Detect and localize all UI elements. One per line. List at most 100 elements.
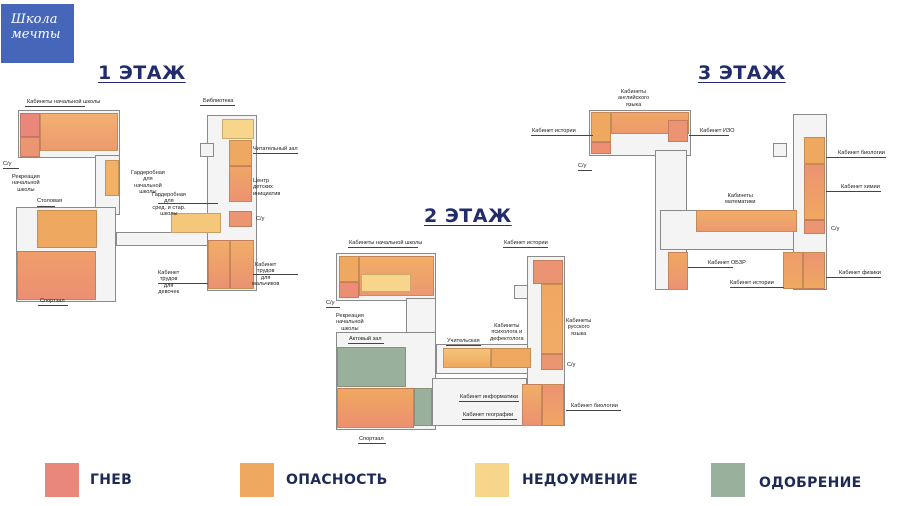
leader-line: [253, 153, 298, 154]
floor-1-title: 1 ЭТАЖ: [98, 62, 186, 84]
leader-line: [253, 274, 298, 275]
label-biology: Кабинет биологии: [571, 403, 618, 409]
legend-swatch-confusion: [475, 463, 509, 497]
label-su-1: С/у: [326, 300, 335, 306]
room-anger: [20, 113, 40, 137]
room-assembly: [337, 347, 406, 387]
leader-line: [688, 267, 733, 268]
leader-line: [730, 287, 784, 288]
wall-block: [432, 378, 527, 426]
legend-swatch-danger: [240, 463, 274, 497]
label-su-2: С/у: [256, 216, 265, 222]
label-recreation: Рекреация начальной школы: [336, 313, 364, 332]
room-cloak-mid: [171, 213, 221, 233]
room-biology: [804, 137, 825, 164]
room-history-2: [783, 252, 803, 289]
label-su-2: С/у: [831, 226, 840, 232]
room-labor-boys: [230, 240, 254, 289]
label-history-1: Кабинет истории: [532, 128, 576, 134]
leader-line: [348, 247, 418, 248]
leader-line: [200, 105, 235, 106]
leader-line: [446, 345, 481, 346]
room-gym: [17, 251, 96, 300]
room-obzr: [668, 252, 688, 290]
room-primary-classes: [40, 113, 118, 151]
leader-line: [3, 168, 19, 169]
label-recreation: Рекреация начальной школы: [12, 174, 40, 193]
leader-line: [158, 283, 208, 284]
leader-line: [566, 410, 621, 411]
leader-line: [38, 305, 68, 306]
leader-line: [158, 203, 218, 204]
room-history-corner: [591, 112, 611, 142]
room-anger: [591, 142, 611, 154]
label-su-2: С/у: [567, 362, 576, 368]
legend-label-confusion: НЕДОУМЕНИЕ: [522, 472, 638, 488]
label-cloak-mid: Гардеробная для сред. и стар. школы: [152, 192, 186, 218]
label-reading: Читательный зал: [253, 146, 298, 152]
label-library: Библиотека: [203, 98, 234, 104]
label-obzr: Кабинет ОБЗР: [708, 260, 746, 266]
floor-2-title: 2 ЭТАЖ: [424, 205, 512, 227]
stair: [200, 143, 214, 157]
room-labor-girls: [208, 240, 230, 289]
label-primary-classes: Кабинеты начальной школы: [349, 240, 423, 246]
leader-line: [462, 419, 517, 420]
label-history-2: Кабинет истории: [730, 280, 774, 286]
label-biology: Кабинет биологии: [838, 150, 885, 156]
room-history: [533, 260, 563, 284]
leader-line: [826, 277, 881, 278]
room-su: [229, 211, 252, 227]
legend-label-danger: ОПАСНОСТЬ: [286, 472, 388, 488]
room-geography: [522, 384, 542, 426]
room-children: [229, 166, 252, 202]
logo-line-1: Школа: [11, 12, 58, 27]
label-psych: Кабинеты психолога и дефектолога: [490, 323, 524, 342]
room-russian: [541, 284, 563, 354]
leader-line: [358, 443, 386, 444]
room-approval: [414, 388, 432, 426]
label-gym: Спортзал: [359, 436, 384, 442]
label-teachers: Учительская: [447, 338, 480, 344]
label-canteen: Столовая: [37, 198, 63, 204]
legend-swatch-approval: [711, 463, 745, 497]
logo-line-2: мечты: [11, 27, 61, 42]
leader-line: [578, 170, 592, 171]
room-canteen: [37, 210, 97, 248]
leader-line: [689, 135, 729, 136]
room-su: [804, 220, 825, 234]
school-logo: Школа мечты: [1, 4, 74, 63]
stair: [514, 285, 528, 299]
label-su-1: С/у: [3, 161, 12, 167]
leader-line: [37, 206, 55, 207]
leader-line: [348, 343, 384, 344]
room-anger: [20, 137, 40, 157]
label-history: Кабинет истории: [504, 240, 548, 246]
label-gym: Спортзал: [40, 298, 65, 304]
leader-line: [826, 191, 881, 192]
leader-line: [459, 401, 519, 402]
room-chemistry: [804, 164, 825, 220]
room-teachers: [443, 348, 491, 368]
room-anger: [339, 282, 359, 298]
leader-line: [531, 135, 593, 136]
label-math: Кабинеты математики: [725, 193, 756, 206]
label-it: Кабинет информатики: [460, 394, 518, 400]
stair: [773, 143, 787, 157]
label-children: Центр детских инициатив: [253, 178, 281, 197]
label-russian: Кабинеты русского языка: [566, 318, 592, 337]
room-primary-left: [339, 256, 359, 282]
leader-line: [826, 157, 886, 158]
label-labor-girls: Кабинет трудов для девочек: [158, 270, 180, 296]
legend-label-approval: ОДОБРЕНИЕ: [759, 475, 862, 491]
room-su: [541, 354, 563, 370]
leader-line: [25, 106, 85, 107]
room-psych: [491, 348, 531, 368]
leader-line: [503, 247, 548, 248]
label-labor-boys: Кабинет трудов для мальчиков: [252, 262, 280, 288]
room-library: [222, 119, 254, 139]
label-su-1: С/у: [578, 163, 587, 169]
floor-3-title: 3 ЭТАЖ: [698, 62, 786, 84]
label-cloak-primary: Гардеробная для начальной школы: [131, 170, 165, 196]
label-assembly: Актовый зал: [349, 336, 382, 342]
